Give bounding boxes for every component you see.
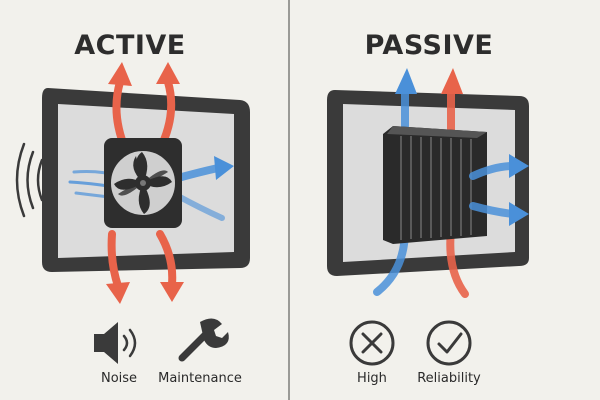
active-diagram — [15, 62, 250, 364]
reliability-label: Reliability — [417, 371, 481, 386]
active-panel: ACTIVE — [15, 30, 250, 386]
cool-arrows-right — [469, 154, 529, 226]
panel-divider — [288, 0, 290, 400]
passive-panel: PASSIVE — [301, 0, 600, 400]
wrench-icon — [178, 318, 229, 362]
passive-title: PASSIVE — [364, 30, 494, 61]
check-circle-icon — [426, 320, 472, 366]
passive-diagram — [327, 68, 529, 366]
fan-icon — [104, 138, 182, 228]
hot-arrows-down — [106, 230, 184, 304]
sound-waves-icon — [15, 142, 44, 218]
heatsink-icon — [383, 126, 487, 244]
noise-label: Noise — [100, 371, 138, 386]
speaker-icon — [94, 322, 137, 364]
maintenance-label: Maintenance — [158, 371, 242, 386]
hot-arrows-up — [108, 62, 180, 144]
x-circle-icon — [349, 320, 395, 366]
high-label: High — [357, 371, 387, 386]
active-title: ACTIVE — [74, 30, 186, 61]
